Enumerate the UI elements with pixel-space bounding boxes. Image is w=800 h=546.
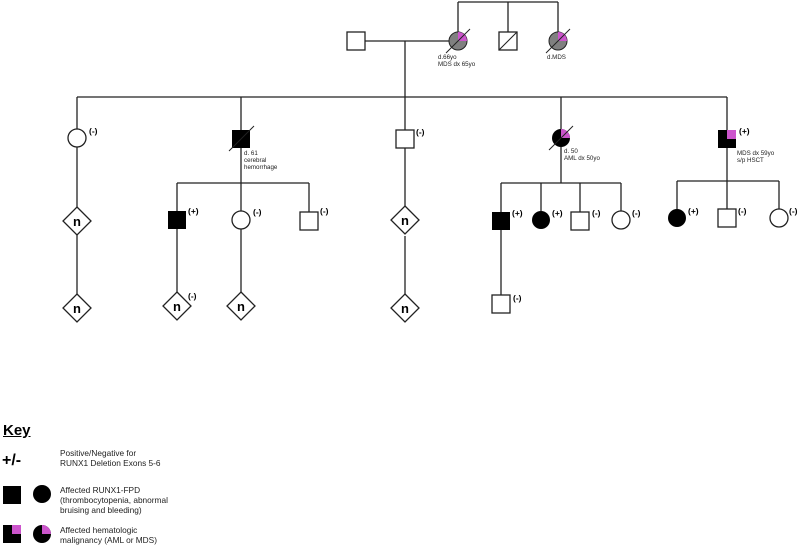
status-child1: (-) (89, 126, 98, 136)
key-title: Key (3, 422, 31, 439)
child5-kid3-circle (769, 208, 789, 228)
child4-note: d. 50 AML dx 50yo (564, 148, 600, 162)
status-child2-grandkid: (-) (188, 291, 197, 301)
grandmother-circle-mds (445, 28, 471, 54)
child2-kid1-square-affected (168, 211, 186, 229)
child4-kid2-circle-affected (532, 211, 550, 229)
status-child4-kid2: (+) (552, 208, 563, 218)
child2-kid2-circle (231, 210, 251, 230)
diamond-n-label: n (173, 299, 181, 314)
diamond-n-label: n (401, 213, 409, 228)
key-malignancy-text: Affected hematologic malignancy (AML or … (60, 525, 157, 545)
key-affected-circle (33, 485, 51, 503)
diamond-n-label: n (73, 301, 81, 316)
status-child5-kid1: (+) (688, 206, 699, 216)
key-malignancy-circle (33, 525, 51, 543)
grandmother-note: d.66yo MDS dx 65yo (438, 54, 476, 68)
status-child5-kid2: (-) (738, 206, 747, 216)
child2-grandkid1-diamond: n (162, 291, 192, 321)
status-child4-kid3: (-) (592, 208, 601, 218)
key-plus-minus-text: Positive/Negative for RUNX1 Deletion Exo… (60, 448, 161, 468)
grand-aunt-note: d.MDS (547, 54, 566, 61)
child5-kid2-square (717, 208, 737, 228)
child2-grandkid2-diamond: n (226, 291, 256, 321)
key-affected-text: Affected RUNX1-FPD (thrombocytopenia, ab… (60, 485, 168, 515)
status-child2-kid1: (+) (188, 206, 199, 216)
key-plus-minus-symbol: +/- (2, 452, 22, 469)
child5-kid1-circle-affected (668, 209, 686, 227)
status-child4-kid1: (+) (512, 208, 523, 218)
child1-diamond-2: n (62, 293, 92, 323)
grand-aunt-circle-mds (545, 28, 571, 54)
key-affected-square (3, 486, 21, 504)
child4-kid4-circle (611, 210, 631, 230)
key-malignancy-square (3, 525, 21, 543)
status-child4-grandkid: (-) (513, 293, 522, 303)
status-child3: (-) (416, 127, 425, 137)
status-child5: (+) (739, 126, 750, 136)
child2-square-affected-deceased (228, 125, 255, 152)
diamond-n-label: n (401, 301, 409, 316)
child5-square-mds (718, 130, 736, 148)
status-child2-kid3: (-) (320, 206, 329, 216)
child1-diamond-1: n (62, 206, 92, 236)
diamond-n-label: n (237, 299, 245, 314)
diamond-n-label: n (73, 214, 81, 229)
status-child5-kid3: (-) (789, 206, 798, 216)
status-child4-kid4: (-) (632, 208, 641, 218)
grandfather-square (346, 31, 366, 51)
status-child2-kid2: (-) (253, 207, 262, 217)
pedigree-lines (76, 1, 780, 295)
child4-circle-aml-deceased (548, 125, 574, 151)
grand-uncle-square-deceased (498, 31, 518, 51)
child5-note: MDS dx 59yo s/p HSCT (737, 150, 775, 164)
child4-kid1-square-affected (492, 212, 510, 230)
child2-kid3-square (299, 211, 319, 231)
child2-note: d. 61 cerebral hemorrhage (244, 150, 278, 171)
child3-diamond-1: n (390, 205, 420, 235)
child3-diamond-2: n (390, 293, 420, 323)
child1-circle (67, 128, 87, 148)
child3-square (395, 129, 415, 149)
child4-grandkid-square (491, 294, 511, 314)
child4-kid3-square (570, 211, 590, 231)
